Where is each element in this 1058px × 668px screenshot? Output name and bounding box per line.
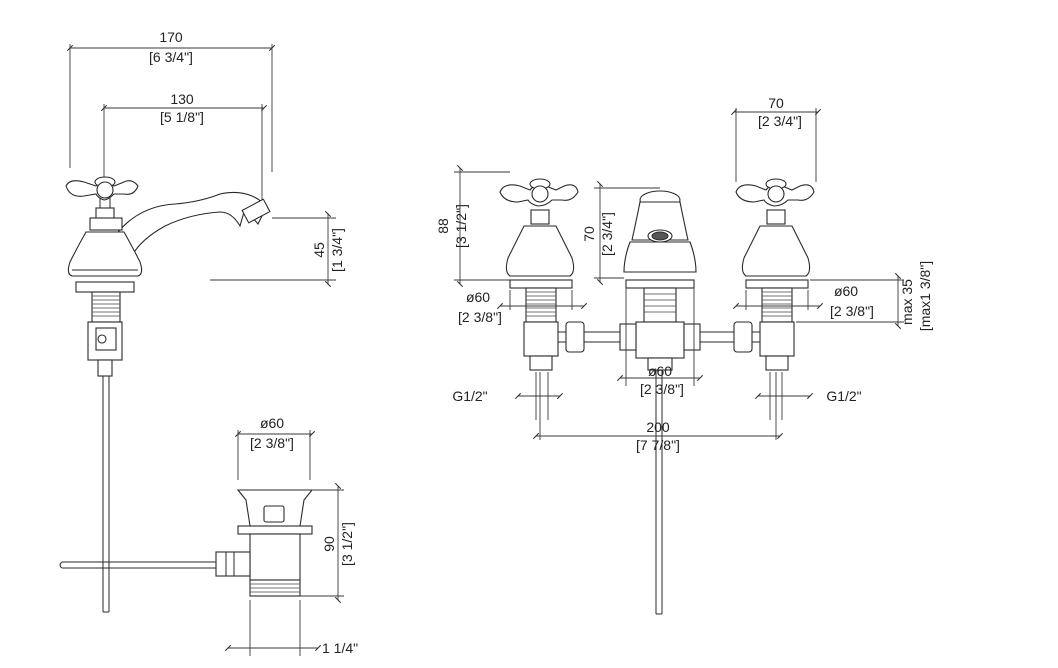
waste-dia-in: [2 3/8"] [250,435,294,451]
thread-right-label: G1/2" [826,388,861,404]
flange-mid-in: [2 3/8"] [640,381,684,397]
spout [117,191,271,258]
dim-reach-130: 130 [5 1/8"] [100,91,268,200]
waste-thread-label: 1 1/4" [322,640,358,656]
dim-centres: 200 [7 7/8"] [532,372,784,453]
single-hole-mixer: 170 [6 3/4"] 130 [5 1/8"] [65,29,345,613]
dim-waste-height: 90 [3 1/2"] [300,482,355,604]
dim-130-in: [5 1/8"] [160,109,204,125]
dim-spout-height: 70 [2 3/4"] [581,180,660,286]
dim-handle-height: 88 [3 1/2"] [435,164,510,288]
mixer-body [67,217,143,613]
dim-130-mm: 130 [170,91,194,107]
waste-height-mm: 90 [321,536,337,552]
deck-max-in: [max1 3/8"] [917,261,933,331]
dim-width-170: 170 [6 3/4"] [66,29,276,172]
spout3-height-mm: 70 [581,226,597,242]
handle-height-in: [3 1/2"] [453,204,469,248]
dim-height-45: 45 [1 3/4"] [210,210,345,288]
thread-left-label: G1/2" [452,388,487,404]
dim-waste-thread: 1 1/4" [224,600,358,656]
flange-right-mm: ø60 [834,283,858,299]
centre-spout [619,190,701,615]
centres-in: [7 7/8"] [636,437,680,453]
handle-width-in: [2 3/4"] [758,113,802,129]
dim-thread-left: G1/2" [452,372,564,420]
dim-flange-left: ø60 [2 3/8"] [458,289,588,325]
three-hole-mixer: 88 [3 1/2"] 70 [2 3/4"] 70 [2 3/4"] [435,95,933,615]
dim-170-mm: 170 [159,29,183,45]
dim-45-in: [1 3/4"] [329,228,345,272]
dim-deck-max: max 35 [max1 3/8"] [796,261,933,331]
flange-right-in: [2 3/8"] [830,303,874,319]
dim-flange-mid: ø60 [2 3/8"] [616,288,704,397]
handle-width-mm: 70 [768,95,784,111]
handle-height-mm: 88 [435,218,451,234]
dim-45-mm: 45 [311,242,327,258]
waste-dia-mm: ø60 [260,415,284,431]
spout3-height-in: [2 3/4"] [599,212,615,256]
flange-mid-mm: ø60 [648,363,672,379]
flange-left-in: [2 3/8"] [458,309,502,325]
popup-waste: ø60 [2 3/8"] 90 [3 1/2"] 1 1/4" [59,415,358,656]
waste-height-in: [3 1/2"] [339,522,355,566]
dim-handle-width: 70 [2 3/4"] [730,95,822,182]
right-handle-valve [735,178,815,371]
connecting-pipes [558,321,762,353]
centres-mm: 200 [646,419,670,435]
dim-flange-right: ø60 [2 3/8"] [732,283,874,319]
flange-left-mm: ø60 [466,289,490,305]
deck-max-mm: max 35 [899,279,915,325]
dim-waste-dia: ø60 [2 3/8"] [234,415,316,480]
dim-thread-right: G1/2" [754,372,862,420]
dim-170-in: [6 3/4"] [149,49,193,65]
cross-handle [65,176,139,223]
